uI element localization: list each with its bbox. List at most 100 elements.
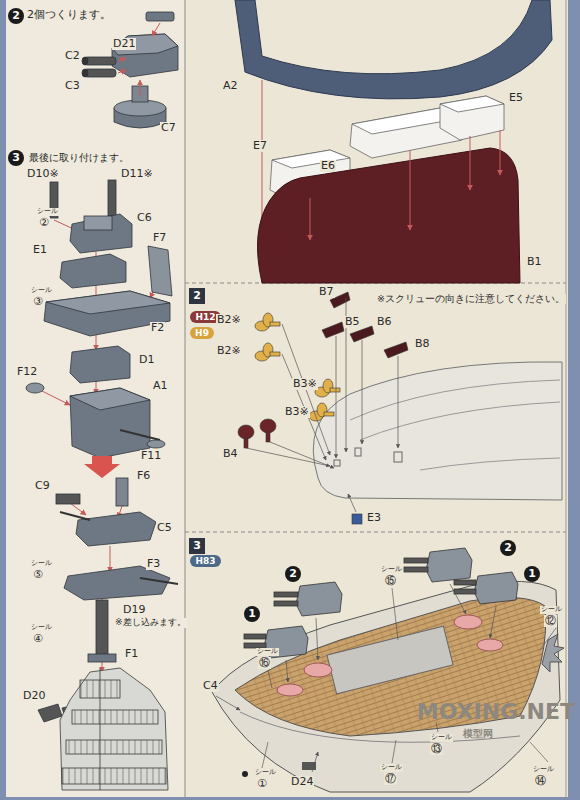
turret-step2 (82, 69, 88, 77)
assembly-note: ※差し込みます。 (114, 618, 187, 628)
main-turret (404, 567, 428, 572)
main-turret (296, 582, 342, 616)
part-label: F6 (136, 470, 151, 482)
superstructure-parts (26, 180, 178, 722)
screw-parts (244, 438, 248, 448)
caution-note: ※スクリューの向きに注意してください。 (376, 294, 566, 304)
assembly-marker: 1 (524, 566, 540, 582)
screw-parts (238, 425, 254, 439)
main-turret (454, 589, 476, 594)
sticker-label: シール (380, 566, 403, 574)
part-label: F3 (146, 558, 161, 570)
part-label: D24 (290, 776, 314, 788)
sticker-number: ⑮ (384, 575, 397, 587)
superstructure-parts (56, 494, 80, 504)
turret-step2 (114, 100, 166, 116)
ballast-blocks (272, 150, 350, 168)
superstructure-parts (96, 600, 108, 656)
stern-hull (313, 362, 562, 500)
assembly-arrow (110, 546, 111, 572)
part-label: B1 (526, 256, 543, 268)
paint-code: H9 (190, 327, 214, 339)
stern-hull (334, 460, 340, 466)
part-label: C3 (64, 80, 81, 92)
assembly-arrow (70, 503, 86, 515)
screw-parts (238, 419, 276, 448)
sticker-label: シール (30, 624, 53, 632)
bridge-tower (60, 668, 168, 790)
panel-number: 2 (189, 288, 205, 304)
sticker-number: ⑤ (32, 569, 44, 581)
sticker-leader (392, 588, 398, 640)
assembly-arrow (140, 80, 141, 96)
node-text: 1 (244, 606, 260, 622)
battleship-hull (242, 771, 248, 777)
part-leader (282, 324, 330, 455)
part-leader (398, 356, 399, 448)
paper (185, 0, 186, 797)
hull-upper-a2 (235, 0, 552, 99)
battleship-hull (327, 626, 453, 694)
part-leader (348, 494, 356, 512)
superstructure-parts (84, 456, 120, 478)
part-label: C2 (64, 50, 81, 62)
superstructure-parts (44, 291, 170, 336)
sticker-leader (540, 628, 556, 650)
sticker-number: ⑭ (534, 775, 547, 787)
sticker-number: ① (256, 778, 268, 790)
main-turret (454, 580, 476, 585)
superstructure-parts (70, 214, 132, 253)
superstructure-parts (64, 566, 170, 600)
superstructure-parts (70, 346, 130, 383)
screw-parts (350, 326, 374, 342)
stern-hull (355, 448, 361, 456)
sticker-label: シール (30, 560, 53, 568)
battleship-hull (454, 615, 482, 629)
sticker-label: シール (430, 734, 453, 742)
superstructure-parts (116, 478, 128, 506)
assembly-arrow (118, 58, 126, 61)
node-text: 3 (189, 538, 205, 554)
node-text: H83 (190, 556, 221, 566)
assembly-arrow (152, 23, 160, 36)
sticker-label: シール (540, 606, 563, 614)
part-label: B4 (222, 448, 239, 460)
screw-parts (384, 342, 408, 358)
superstructure-parts (26, 383, 44, 393)
bridge-tower (100, 668, 101, 790)
superstructure-parts (70, 388, 150, 410)
bridge-tower (66, 740, 162, 754)
part-label: B6 (376, 316, 393, 328)
part-label: B3※ (292, 378, 318, 390)
paint-code: H83 (190, 555, 221, 567)
stern-hull (313, 362, 562, 500)
paper (6, 0, 185, 797)
turret-step2 (112, 34, 178, 55)
main-turret (404, 558, 428, 563)
sticker-label: シール (30, 287, 53, 295)
assembly-leader (312, 752, 318, 772)
assembly-leader (286, 660, 288, 682)
superstructure-parts (108, 180, 116, 216)
part-label: B3※ (284, 406, 310, 418)
node-text: 3 (8, 150, 24, 166)
sticker-leader (262, 588, 556, 768)
node-text: H9 (190, 328, 214, 338)
part-label: E5 (508, 92, 524, 104)
main-turret (274, 592, 298, 597)
paper (6, 0, 568, 797)
turret-step2 (82, 12, 178, 128)
battleship-hull (477, 639, 503, 651)
sticker-number: ⑰ (384, 773, 397, 785)
stern-hull (350, 380, 560, 470)
step-note: 最後に取り付けます。 (28, 152, 130, 163)
assembly-leader (450, 584, 466, 614)
turret-step2 (84, 57, 116, 65)
part-label: B2※ (216, 345, 242, 357)
superstructure-parts (84, 216, 112, 230)
sticker-number: ⑬ (430, 743, 443, 755)
screw-parts (266, 432, 270, 442)
assembly-leader (216, 584, 496, 772)
part-label: B5 (344, 316, 361, 328)
